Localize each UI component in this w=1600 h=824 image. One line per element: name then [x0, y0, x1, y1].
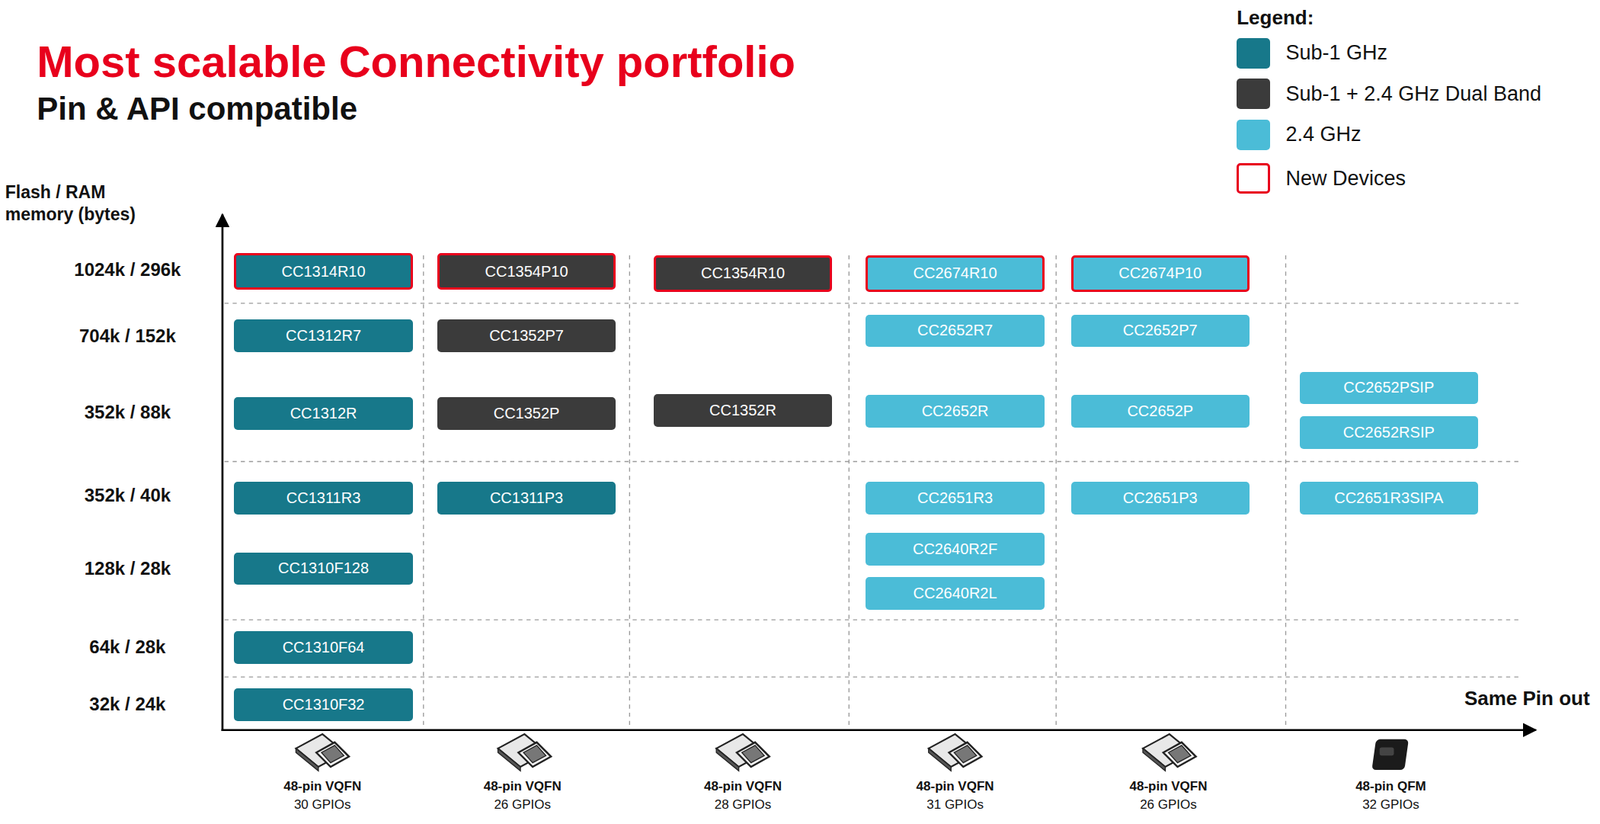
device-name: CC2652R — [921, 402, 989, 420]
device-box: CC2652RSIP — [1299, 416, 1479, 449]
legend-swatch — [1236, 38, 1271, 69]
device-name: CC1312R7 — [285, 326, 362, 345]
memory-label: 1024k / 296k — [73, 258, 181, 282]
device-box: CC1311R3 — [233, 481, 413, 515]
device-box: CC1310F32 — [233, 688, 413, 721]
axis-title: Same Pin out — [1464, 685, 1591, 711]
gpio-count: 28 GPIOs — [714, 796, 772, 813]
legend-swatch — [1236, 119, 1271, 151]
package-name: 48-pin VQFN — [916, 777, 995, 794]
device-name: CC1310F32 — [282, 695, 365, 714]
device-name: CC2652RSIP — [1343, 423, 1435, 442]
device-box: CC2651R3SIPA — [1299, 481, 1479, 515]
device-name: CC2652R7 — [917, 321, 993, 340]
package-icons — [295, 733, 1409, 771]
axes — [221, 214, 1536, 731]
grid-lines — [224, 255, 1524, 727]
device-name: CC1352R — [709, 401, 777, 420]
device-name: CC2652P — [1126, 402, 1194, 420]
device-box: CC1311P3 — [437, 481, 616, 515]
device-name: CC2652PSIP — [1343, 378, 1434, 397]
device-box: CC2652R7 — [865, 314, 1044, 348]
legend-swatch — [1236, 163, 1271, 194]
legend-heading: Legend: — [1236, 5, 1314, 31]
device-name: CC1310F128 — [278, 559, 369, 577]
device-name: CC1354P10 — [485, 262, 569, 281]
memory-label: 128k / 28k — [84, 556, 171, 580]
device-box: CC2640R2L — [865, 576, 1044, 610]
device-name: CC1312R — [290, 404, 358, 423]
axis-title: Flash / RAM memory (bytes) — [5, 181, 158, 226]
memory-label: 352k / 88k — [84, 400, 171, 424]
device-name: CC2651R3SIPA — [1334, 489, 1444, 507]
device-box: CC1310F64 — [233, 630, 413, 664]
device-box: CC2651R3 — [865, 481, 1044, 515]
device-name: CC1352P — [493, 404, 560, 423]
memory-label: 352k / 40k — [84, 483, 171, 507]
device-name: CC1352P7 — [489, 326, 564, 345]
device-box: CC2674R10 — [865, 255, 1044, 292]
device-name: CC2651R3 — [917, 489, 993, 507]
package-name: 48-pin VQFN — [1129, 777, 1207, 794]
device-name: CC2674R10 — [913, 264, 998, 282]
device-box: CC2651P3 — [1071, 481, 1250, 515]
device-box: CC1314R10 — [233, 252, 413, 290]
device-box: CC2674P10 — [1071, 255, 1250, 292]
gpio-count: 26 GPIOs — [1139, 796, 1197, 813]
device-name: CC1354R10 — [700, 264, 785, 282]
subtitle: Pin & API compatible — [36, 89, 358, 130]
package-name: 48-pin VQFN — [283, 777, 362, 794]
device-name: CC2674P10 — [1118, 264, 1202, 282]
device-box: CC2652R — [865, 394, 1044, 428]
memory-label: 64k / 28k — [89, 635, 166, 659]
package-name: 48-pin VQFN — [704, 777, 782, 794]
legend-text: 2.4 GHz — [1286, 122, 1362, 147]
legend-text: Sub-1 + 2.4 GHz Dual Band — [1286, 82, 1542, 106]
device-box: CC1354P10 — [437, 252, 616, 290]
device-box: CC1312R — [233, 396, 413, 430]
legend-text: Sub-1 GHz — [1286, 41, 1389, 65]
device-name: CC2640R2F — [912, 540, 998, 558]
device-box: CC2652P — [1071, 394, 1250, 428]
device-box: CC2652PSIP — [1299, 371, 1479, 405]
device-name: CC1310F64 — [282, 638, 365, 656]
memory-label: 704k / 152k — [79, 324, 176, 348]
device-name: CC1311P3 — [489, 489, 564, 507]
legend-swatch — [1236, 78, 1271, 109]
gpio-count: 31 GPIOs — [926, 796, 984, 813]
device-name: CC1314R10 — [281, 262, 366, 281]
device-box: CC1352R — [653, 393, 832, 427]
gpio-count: 26 GPIOs — [493, 796, 551, 813]
device-name: CC2640R2L — [913, 584, 998, 602]
legend-text: New Devices — [1286, 166, 1407, 191]
chart-title: Most scalable Connectivity portfolio — [36, 35, 796, 87]
device-box: CC2640R2F — [865, 532, 1044, 566]
device-name: CC2652P7 — [1123, 321, 1198, 340]
gpio-count: 32 GPIOs — [1362, 796, 1420, 813]
memory-label: 32k / 24k — [89, 692, 166, 716]
package-name: 48-pin VQFN — [483, 777, 562, 794]
device-box: CC1352P — [437, 396, 616, 430]
device-name: CC1311R3 — [286, 489, 361, 507]
package-name: 48-pin QFM — [1355, 777, 1427, 794]
device-box: CC1310F128 — [233, 552, 413, 586]
device-box: CC1354R10 — [653, 255, 832, 292]
device-name: CC2651P3 — [1123, 489, 1198, 507]
device-box: CC2652P7 — [1071, 314, 1250, 348]
device-box: CC1312R7 — [233, 319, 413, 352]
device-box: CC1352P7 — [437, 319, 616, 352]
gpio-count: 30 GPIOs — [294, 796, 352, 813]
